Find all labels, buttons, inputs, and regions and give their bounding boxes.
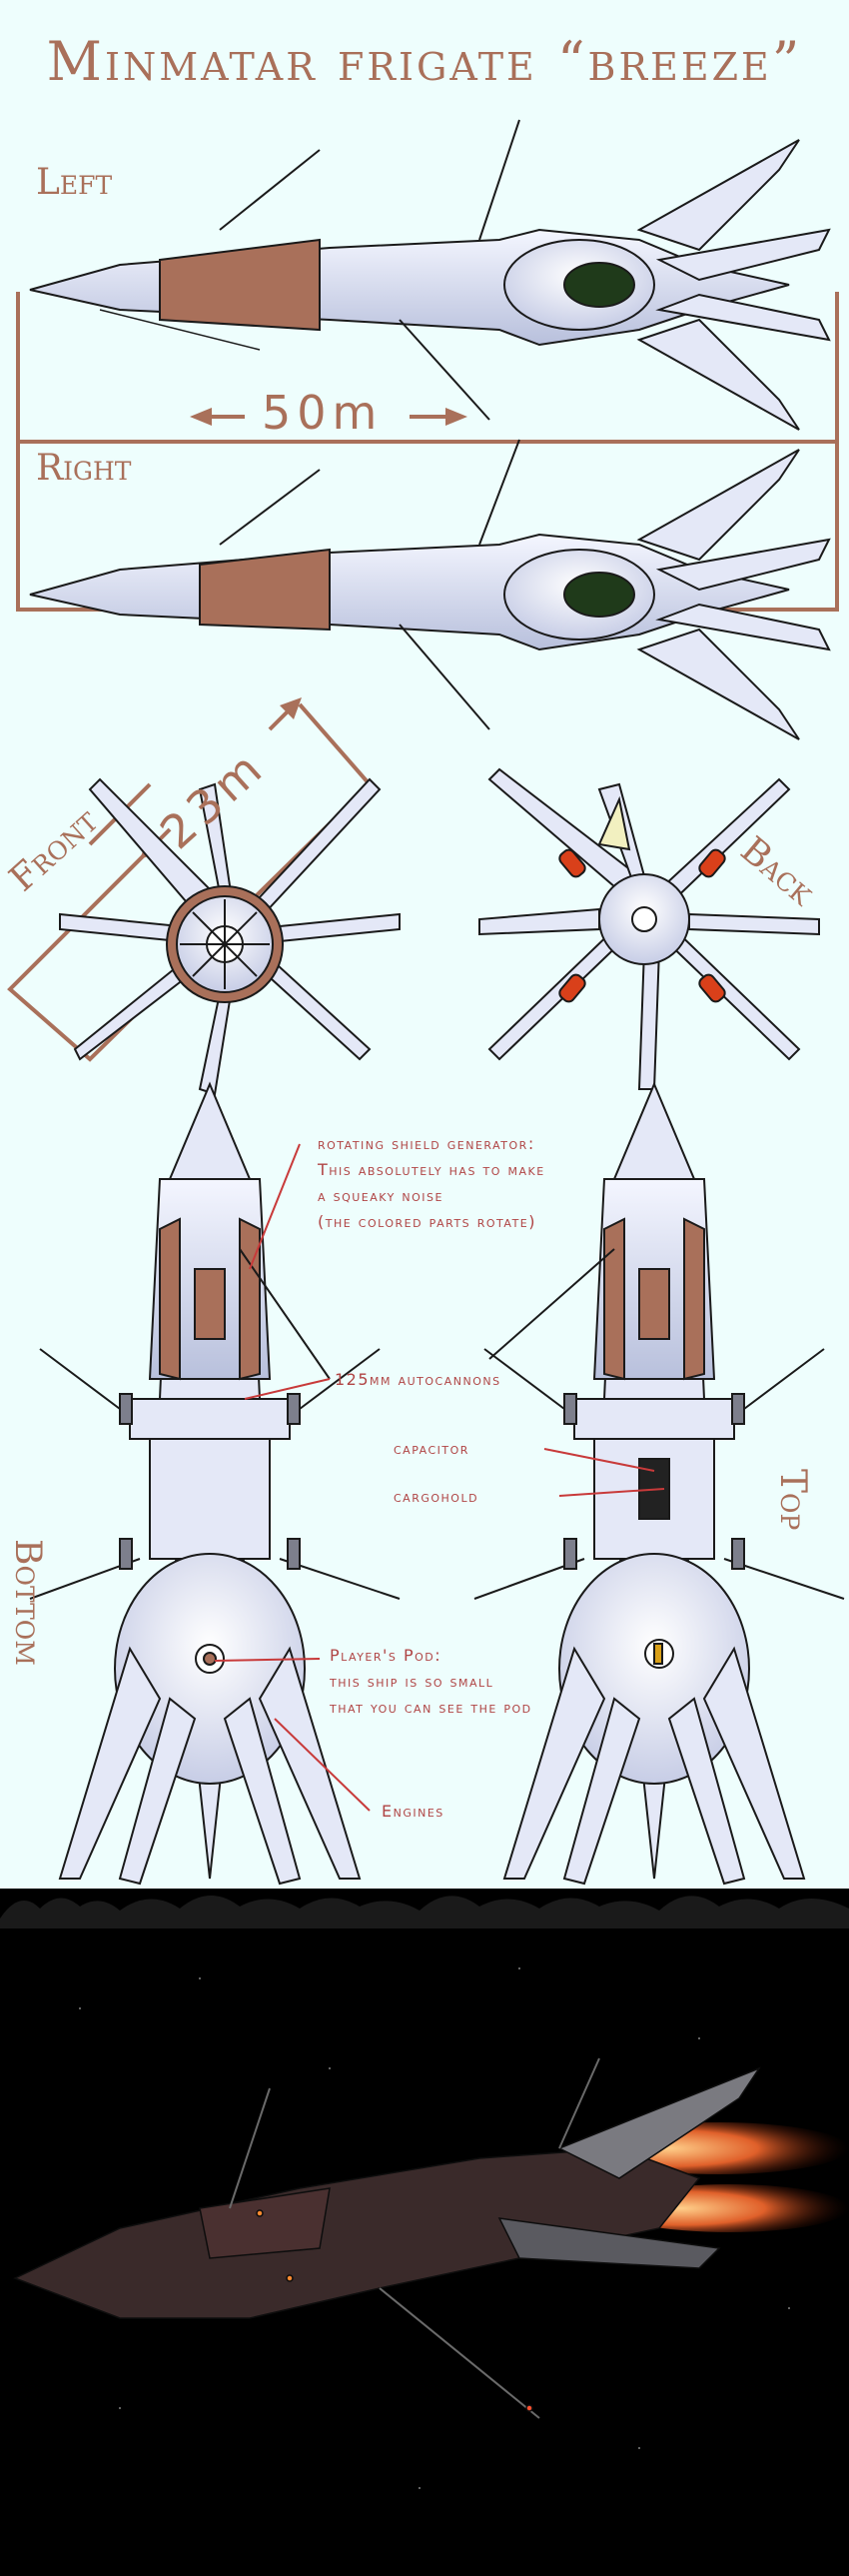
sheet-title: Minmatar frigate “breeze” bbox=[46, 30, 803, 93]
ship-side-view-right bbox=[29, 439, 831, 740]
callout-leaders bbox=[214, 1143, 665, 1812]
ship-bottom-view bbox=[29, 1081, 401, 1886]
ship-top-view bbox=[473, 1081, 845, 1886]
cargohold-callout: cargohold bbox=[394, 1487, 479, 1506]
ship-back-view bbox=[478, 767, 820, 1090]
capacitor-callout: capacitor bbox=[394, 1439, 469, 1458]
left-view-label: Left bbox=[36, 162, 113, 203]
players-pod-callout: Player's Pod: this ship is so small that… bbox=[330, 1646, 532, 1717]
render-scene bbox=[0, 1895, 849, 2489]
length-dimension-label: 50m bbox=[262, 386, 384, 440]
treeline-silhouette bbox=[0, 1895, 849, 1929]
autocannons-callout: 125mm autocannons bbox=[335, 1370, 501, 1389]
length-arrows bbox=[190, 408, 467, 426]
ship-front-view bbox=[59, 777, 401, 1096]
top-view-label: Top bbox=[772, 1469, 813, 1531]
space-render bbox=[0, 1889, 849, 2576]
rendered-ship bbox=[13, 2057, 761, 2419]
shield-generator-callout: rotating shield generator: This absolute… bbox=[318, 1134, 545, 1231]
stars bbox=[79, 1967, 790, 2489]
engines-callout: Engines bbox=[382, 1802, 444, 1821]
bottom-view-label: Bottom bbox=[7, 1539, 48, 1666]
ship-side-view-left bbox=[29, 119, 831, 431]
right-view-label: Right bbox=[36, 448, 132, 489]
